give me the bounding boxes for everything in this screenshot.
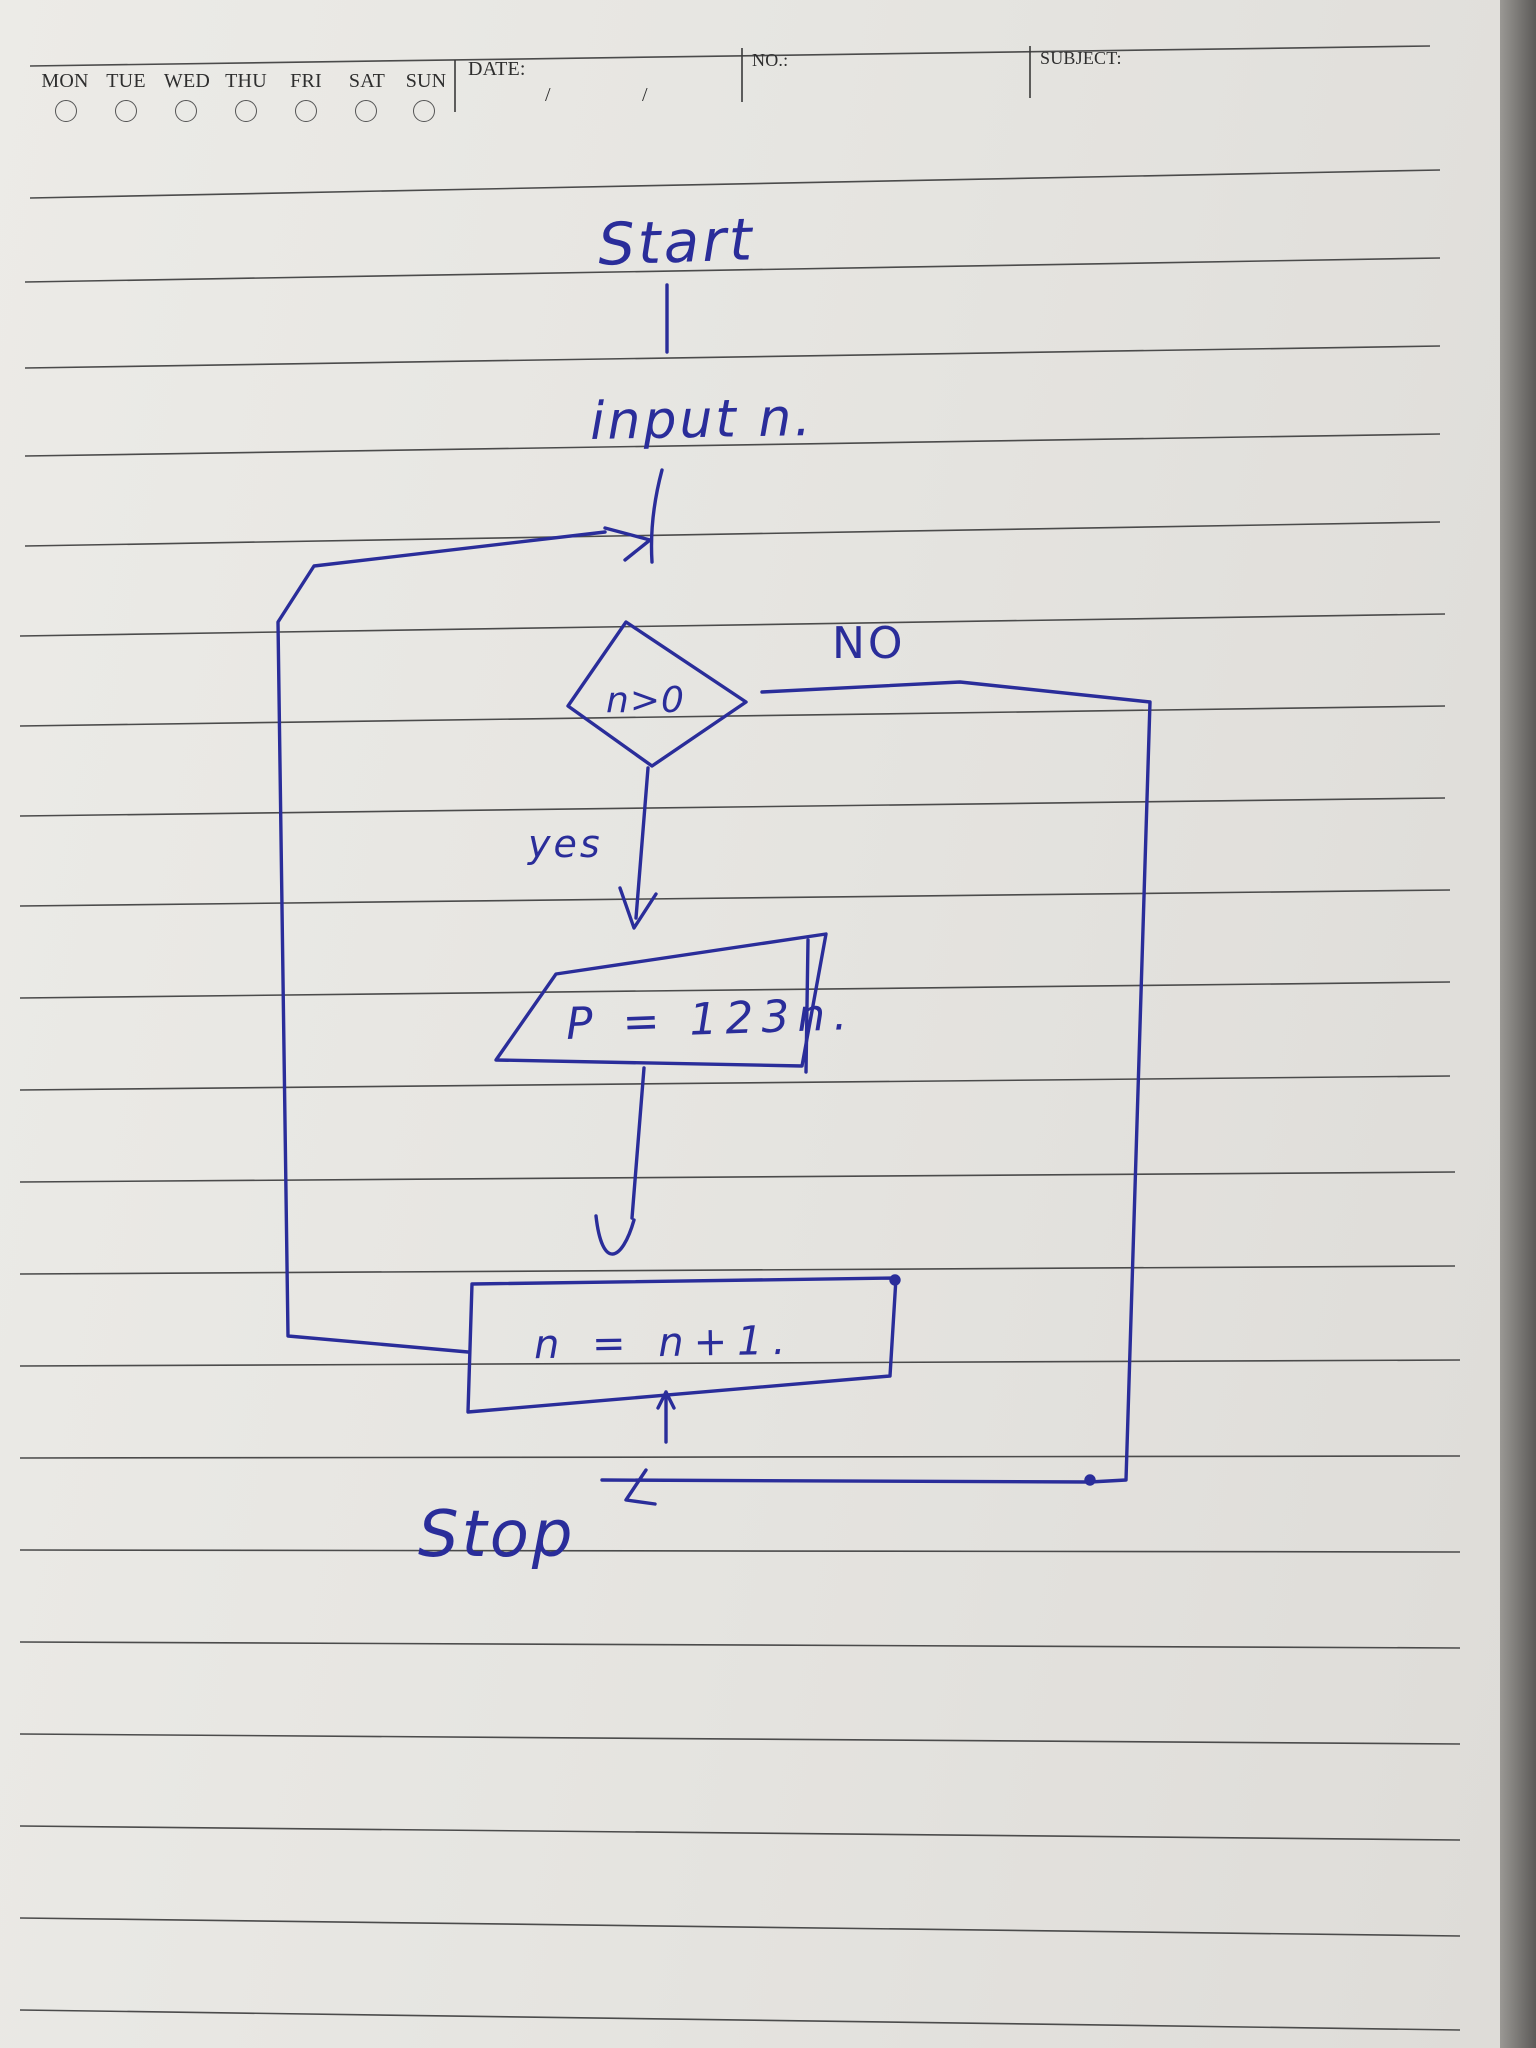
day-label-thu: THU [225,70,267,92]
output-parallelogram [494,932,828,1068]
date-label: DATE: [468,58,526,80]
day-circle-wed [175,100,197,122]
notebook-edge [1500,0,1536,2048]
date-separator-2: / [642,84,648,106]
day-circle-tue [115,100,137,122]
day-label-sat: SAT [348,70,386,92]
process-label: n = n+1. [533,1317,796,1369]
decision-diamond [566,620,748,768]
connector-output-process [630,1066,646,1220]
yes-arrowhead [618,886,658,930]
flowchart [276,283,1152,1506]
output-parallelogram-edge [804,938,810,1074]
no-label: NO [832,618,906,669]
notebook-page: MON TUE WED THU FRI SAT SUN DATE: / / NO… [0,0,1500,2048]
process-bottom-arrow [656,1390,676,1444]
process-corner-dot [889,1274,901,1286]
day-label-mon: MON [41,70,89,92]
yes-branch-line [634,766,650,920]
day-circle-mon [55,100,77,122]
loop-arrowhead [603,526,652,562]
subject-label: SUBJECT: [1040,48,1122,68]
day-circle-thu [235,100,257,122]
day-label-tue: TUE [106,70,146,92]
decision-label: n>0 [606,680,685,721]
day-circle-sat [355,100,377,122]
ruled-lines [19,45,1461,2031]
day-label-sun: SUN [405,70,447,92]
no-branch-line [760,680,1152,1484]
stop-label: Stop [418,1498,576,1572]
day-label-fri: FRI [290,70,322,92]
day-label-wed: WED [163,70,211,92]
connector-to-stop [600,1478,1092,1484]
connector-input-decision [649,468,664,564]
input-label: input n. [589,388,815,452]
process-rectangle [466,1276,898,1414]
number-label: NO.: [752,50,789,70]
date-separator-1: / [545,84,551,106]
stop-arrowhead [624,1468,657,1506]
process-arrowhead [594,1214,636,1256]
loop-back-line [276,530,607,1354]
day-circle-fri [295,100,317,122]
output-label: P = 123n. [565,988,857,1051]
start-label: Start [596,205,756,279]
day-circle-sun [413,100,435,122]
yes-label: yes [528,822,603,866]
